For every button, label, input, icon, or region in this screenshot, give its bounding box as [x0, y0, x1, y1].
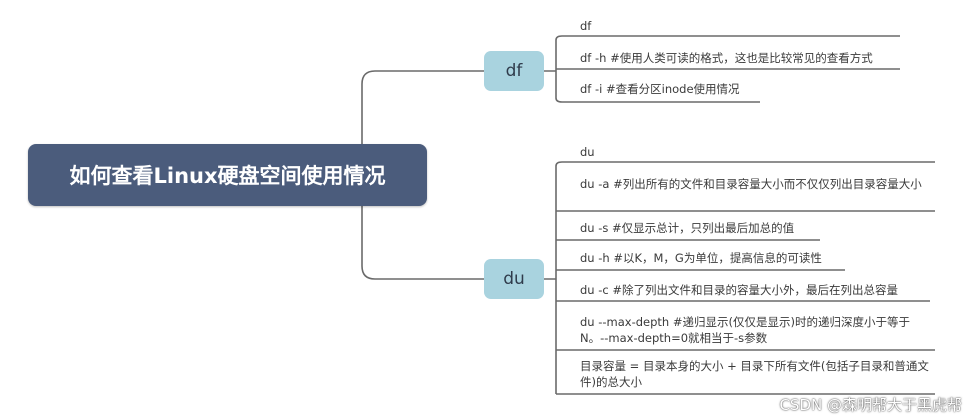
du-item-2: du -a #列出所有的文件和目录容量大小而不仅仅列出目录容量大小	[580, 177, 922, 191]
du-item-3: du -s #仅显示总计，只列出最后加总的值	[580, 221, 795, 235]
df-item-3: df -i #查看分区inode使用情况	[580, 82, 740, 96]
du-item-1-line	[555, 161, 935, 167]
df-item-2: df -h #使用人类可读的格式，这也是比较常见的查看方式	[580, 51, 873, 65]
watermark: CSDN @森明帮大于黑虎帮	[779, 396, 962, 414]
df-item-1: df	[580, 19, 592, 33]
du-item-5: du -c #除了列出文件和目录的容量大小外，最后在列出总容量	[580, 283, 899, 297]
root-to-df-connector	[361, 70, 484, 144]
du-item-4: du -h #以K，M，G为单位，提高信息的可读性	[580, 251, 822, 265]
df-item-3-line	[555, 97, 760, 103]
df-bracket	[544, 40, 557, 98]
df-item-1-line	[555, 35, 900, 41]
root-to-du-connector	[361, 206, 484, 280]
du-bracket	[544, 166, 557, 394]
branch-node-du: du	[484, 259, 544, 299]
root-node-title: 如何查看Linux硬盘空间使用情况	[28, 144, 427, 206]
du-item-1: du	[580, 145, 595, 159]
branch-node-df: df	[484, 51, 544, 91]
du-item-7: 目录容量 = 目录本身的大小 + 目录下所有文件(包括子目录和普通文件)的总大小	[580, 359, 929, 389]
du-item-6: du --max-depth #递归显示(仅仅是显示)时的递归深度小于等于N。-…	[580, 315, 910, 345]
